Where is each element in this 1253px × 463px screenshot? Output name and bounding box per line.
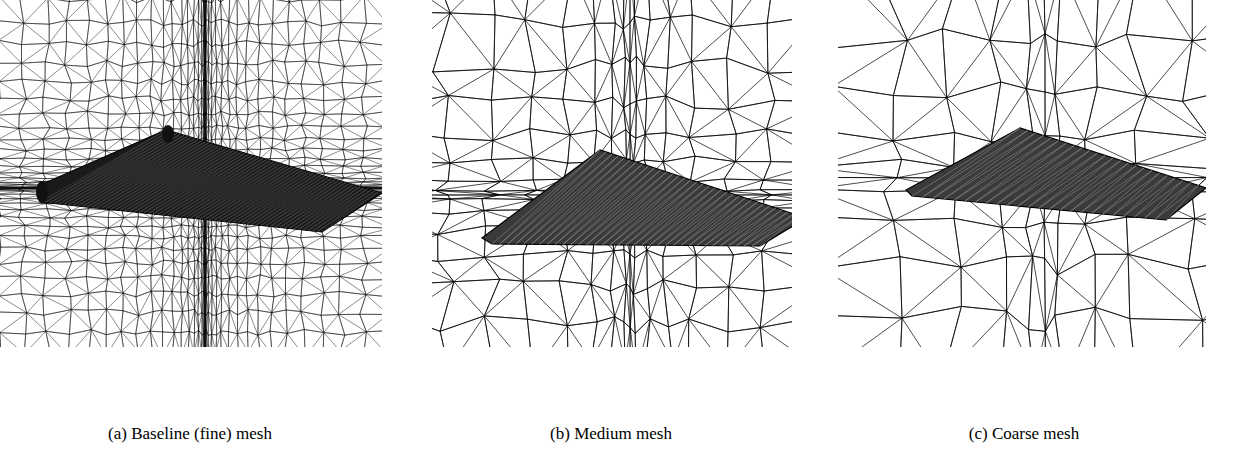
mesh-lines [838, 0, 1206, 347]
mesh-lines [432, 0, 792, 347]
subfigure-caption: (b) Medium mesh [548, 424, 674, 444]
fine-mesh [0, 0, 382, 347]
coarse-mesh [838, 0, 1206, 347]
subfigure-caption: (a) Baseline (fine) mesh [106, 424, 274, 444]
root-mesh-cluster [36, 181, 48, 203]
root-mesh-cluster [162, 125, 174, 143]
wing-surface [38, 130, 382, 232]
wing-surface [906, 128, 1206, 220]
surface-mesh [912, 128, 1198, 220]
wing-surface [482, 150, 792, 246]
medium-mesh [432, 0, 792, 347]
subfigure-caption: (c) Coarse mesh [967, 424, 1081, 444]
mesh-lines [0, 0, 382, 347]
surface-mesh [492, 150, 792, 246]
surface-mesh [40, 130, 378, 232]
